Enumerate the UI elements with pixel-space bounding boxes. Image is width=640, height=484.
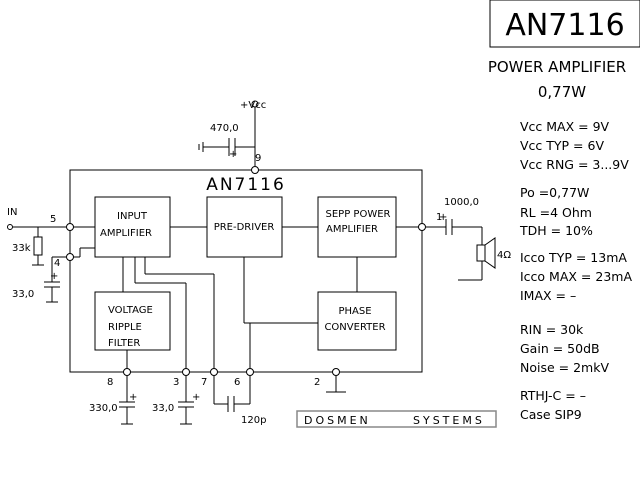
brand-logo: DOSMEN SYSTEMS [296,410,497,428]
spec-tdh: TDH = 10% [519,223,593,238]
internal-wires [70,226,422,372]
chip-label: AN7116 [206,175,286,195]
c-pin8-label: 330,0 [89,403,118,414]
spec-list: Vcc MAX = 9V Vcc TYP = 6V Vcc RNG = 3...… [519,119,632,422]
c-pin3-plus: + [192,392,200,403]
spec-imax: IMAX = – [520,288,576,303]
spec-rin: RIN = 30k [520,322,584,337]
speaker-icon [476,244,486,262]
spec-icco-typ: Icco TYP = 13mA [520,250,627,265]
power-title: 0,77W [538,83,586,101]
spec-po: Po =0,77W [520,185,589,200]
phase-converter-block: PHASE CONVERTER [317,291,397,351]
spec-rl: RL =4 Ohm [520,205,592,220]
pin-7-label: 7 [201,377,207,388]
spec-vcc-max: Vcc MAX = 9V [520,119,610,134]
c-pin8-plus: + [129,392,137,403]
speaker-label: 4Ω [497,250,511,261]
pin-67-capacitor: 120p [213,376,266,426]
phase-line2: CONVERTER [324,322,385,333]
pin-2-ground [326,376,346,393]
vcc-label: +Vcc [240,100,266,111]
r-in-label: 33k [12,243,31,254]
pin-6-label: 6 [234,377,240,388]
c-pin67-label: 120p [241,415,266,426]
spec-gain: Gain = 50dB [520,341,600,356]
c-pin4-plus: + [50,271,58,282]
brand-name: DOSMEN [304,414,371,427]
pin-3-capacitor: 33,0 + [152,376,200,425]
sepp-line1: SEPP POWER [326,209,391,220]
input-network: IN 33k 33,0 + [7,207,66,303]
vrf-line1: VOLTAGE [108,305,153,316]
pin-8-capacitor: 330,0 + [89,376,137,425]
phase-line1: PHASE [338,306,371,317]
input-amplifier-line2: AMPLIFIER [100,228,152,239]
c-vcc-label: 470,0 [210,123,239,134]
pin-3-label: 3 [173,377,179,388]
spec-vcc-rng: Vcc RNG = 3...9V [520,157,629,172]
vrf-line2: RIPPLE [108,322,142,333]
pin-5-label: 5 [50,214,56,225]
pin-markers [66,166,426,376]
spec-noise: Noise = 2mkV [520,360,609,375]
voltage-ripple-filter-block: VOLTAGE RIPPLE FILTER [94,291,171,351]
c-pin3-label: 33,0 [152,403,174,414]
spec-icco-max: Icco MAX = 23mA [520,269,632,284]
c-pin4-label: 33,0 [12,289,34,300]
pin-1-label: 1 [436,212,442,223]
description-title: POWER AMPLIFIER [488,58,626,76]
pin-9-label: 9 [255,153,261,164]
spec-rthjc: RTHJ-C = – [520,388,586,403]
pin-8-label: 8 [107,377,113,388]
title-box [489,0,640,48]
c-out-plus: + [439,212,447,223]
part-number-title: AN7116 [505,8,624,43]
input-amplifier-block: INPUT AMPLIFIER [94,196,171,258]
pre-driver-block: PRE-DRIVER [206,196,283,258]
pin-2-label: 2 [314,377,320,388]
pin-4-label: 4 [54,258,60,269]
output-network: + 1000,0 4Ω [426,197,511,281]
sepp-power-amplifier-block: SEPP POWER AMPLIFIER [317,196,397,258]
spec-case: Case SIP9 [520,407,582,422]
sepp-line2: AMPLIFIER [326,224,378,235]
spec-vcc-typ: Vcc TYP = 6V [520,138,604,153]
vrf-line3: FILTER [108,338,140,349]
in-label: IN [7,207,17,218]
c-out-label: 1000,0 [444,197,479,208]
c-vcc-plus: + [229,149,237,160]
brand-suffix: SYSTEMS [413,414,485,427]
vcc-supply: +Vcc 470,0 + [198,100,266,166]
input-amplifier-line1: INPUT [117,211,148,222]
pre-driver-label: PRE-DRIVER [214,222,275,233]
